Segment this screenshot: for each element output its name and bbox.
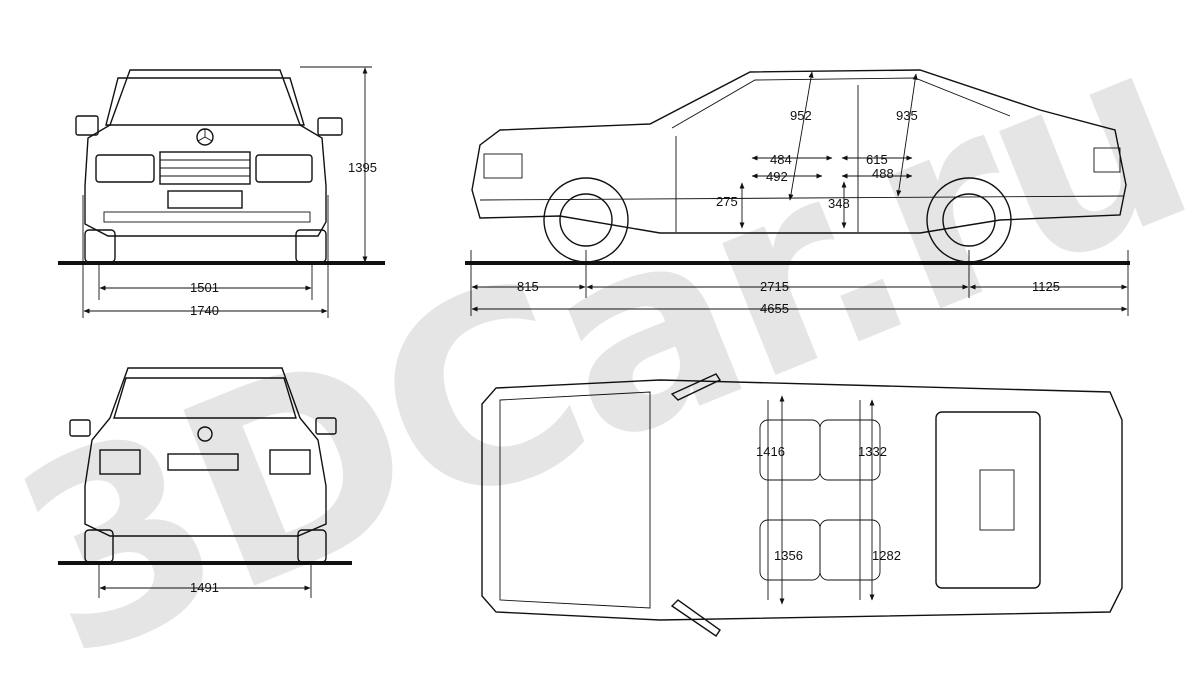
rear-view: 1491 (58, 367, 352, 598)
front-seat-height-label: 275 (716, 194, 738, 209)
front-track-label: 1501 (190, 280, 219, 295)
overall-width-label: 1740 (190, 303, 219, 318)
front-seat-depth-label: 484 (770, 152, 792, 167)
rear-hip-width-label: 1282 (872, 548, 901, 563)
rear-seat-depth-label: 615 (866, 152, 888, 167)
rear-headroom-label: 935 (896, 108, 918, 123)
front-headroom-label: 952 (790, 108, 812, 123)
rear-seat-height-label: 348 (828, 196, 850, 211)
side-view: 815 2715 1125 4655 952 935 484 492 615 4… (465, 69, 1130, 316)
wheelbase-label: 2715 (760, 279, 789, 294)
front-hip-width-label: 1356 (774, 548, 803, 563)
overall-length-label: 4655 (760, 301, 789, 316)
front-shoulder-width-label: 1416 (756, 444, 785, 459)
rear-shoulder-width-label: 1332 (858, 444, 887, 459)
front-overhang-label: 815 (517, 279, 539, 294)
rear-overhang-label: 1125 (1032, 279, 1060, 294)
front-seat-cushion-label: 492 (766, 169, 788, 184)
rear-track-label: 1491 (190, 580, 219, 595)
front-view: 1395 1501 1740 (58, 66, 385, 318)
front-height-label: 1395 (348, 160, 377, 175)
rear-seat-cushion-label: 488 (872, 166, 894, 181)
top-view: 1416 1332 1356 1282 (481, 373, 1123, 637)
